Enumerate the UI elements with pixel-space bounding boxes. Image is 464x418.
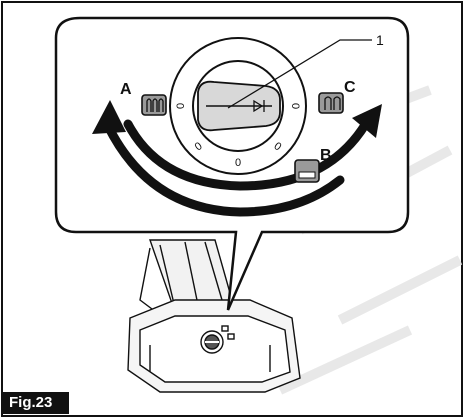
- dial-mark-0: 0: [175, 103, 187, 109]
- flat-icon: [294, 159, 320, 183]
- vacuum-cleaner-illustration: [127, 239, 301, 393]
- position-label-c: C: [344, 79, 356, 96]
- position-label-b: B: [320, 147, 332, 164]
- dial-mark-2: 0: [235, 157, 241, 169]
- wave-2-icon: [318, 92, 344, 114]
- dial-marks: 0 0 0 0 0: [175, 103, 301, 169]
- knob-arrow-icon: [253, 99, 264, 113]
- dial-mark-1: 0: [193, 140, 205, 153]
- figure-label: Fig.23: [3, 392, 69, 414]
- callout-1-leader: [227, 39, 372, 109]
- dial-mark-4: 0: [289, 103, 301, 109]
- arrow-left-sweep: [103, 121, 345, 217]
- wave-3-icon: [141, 94, 167, 116]
- position-label-a: A: [120, 81, 132, 98]
- arrow-right-head: [352, 104, 382, 138]
- arrow-left-head: [92, 100, 126, 134]
- dial-mark-3: 0: [272, 140, 284, 153]
- callout-1-number: 1: [376, 32, 384, 48]
- arrow-right-sweep: [123, 115, 373, 191]
